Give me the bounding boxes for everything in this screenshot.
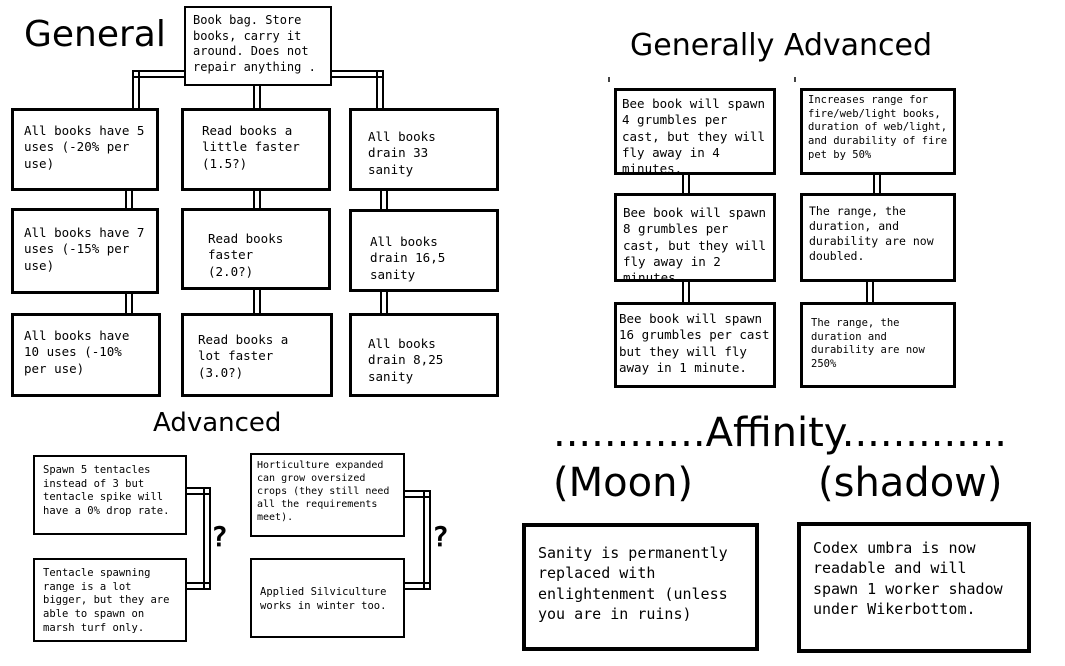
heading-shadow: (shadow) [818, 460, 1003, 506]
tick-right [794, 77, 796, 82]
affinity-moon-box: Sanity is permanently replaced with enli… [522, 523, 759, 651]
general-col3-tier2: All books drain 16,5 sanity [349, 209, 499, 292]
connector-bee-1-2 [682, 173, 690, 195]
advanced-tentacle-tier2: Tentacle spawning range is a lot bigger,… [33, 558, 187, 642]
bee-book-tier1: Bee book will spawn 4 grumbles per cast,… [614, 88, 776, 175]
heading-advanced: Advanced [153, 408, 282, 438]
heading-affinity: ............Affinity............. [553, 410, 1008, 456]
connector-to-col1 [132, 70, 140, 110]
advanced-horticulture-tier1: Horticulture expanded can grow oversized… [250, 453, 405, 537]
general-col2-tier1: Read books a little faster (1.5?) [181, 108, 331, 191]
connector-adv-right-top [403, 490, 429, 498]
connector-range-2-3 [866, 280, 874, 304]
connector-general-horizontal [132, 70, 190, 78]
affinity-shadow-box: Codex umbra is now readable and will spa… [797, 522, 1031, 653]
connector-col2-1-2 [253, 189, 261, 209]
general-col3-tier1: All books drain 33 sanity [349, 108, 499, 191]
general-col3-tier3: All books drain 8,25 sanity [349, 313, 499, 397]
question-mark-right: ? [432, 520, 449, 553]
connector-bee-2-3 [682, 280, 690, 304]
heading-general: General [24, 14, 166, 55]
bee-book-tier3: Bee book will spawn 16 grumbles per cast… [614, 302, 776, 388]
advanced-tentacle-tier1: Spawn 5 tentacles instead of 3 but tenta… [33, 455, 187, 535]
connector-col1-2-3 [125, 292, 133, 314]
connector-to-col3 [376, 70, 384, 110]
range-tier1: Increases range for fire/web/light books… [800, 88, 956, 175]
question-mark-left: ? [211, 520, 228, 553]
connector-col1-1-2 [125, 189, 133, 209]
advanced-silviculture-tier2: Applied Silviculture works in winter too… [250, 558, 405, 638]
connector-adv-left-top [185, 487, 209, 495]
connector-range-1-2 [873, 173, 881, 195]
connector-col3-2-3 [380, 290, 388, 314]
tick-left [608, 77, 610, 82]
general-col2-tier3: Read books a lot faster (3.0?) [181, 313, 333, 397]
connector-adv-right-vertical [423, 490, 431, 590]
general-col1-tier1: All books have 5 uses (-20% per use) [11, 108, 159, 191]
general-col2-tier2: Read books faster (2.0?) [181, 208, 331, 290]
connector-adv-left-vertical [203, 487, 211, 590]
connector-col3-1-2 [380, 189, 388, 211]
range-tier2: The range, the duration, and durability … [800, 193, 956, 282]
general-col1-tier3: All books have 10 uses (-10% per use) [11, 313, 161, 397]
connector-root-down [253, 84, 261, 108]
connector-adv-left-bottom [185, 582, 209, 590]
connector-adv-right-bottom [403, 582, 429, 590]
range-tier3: The range, the duration and durability a… [800, 302, 956, 388]
general-col1-tier2: All books have 7 uses (-15% per use) [11, 208, 159, 294]
general-root-box: Book bag. Store books, carry it around. … [184, 6, 332, 86]
heading-generally-advanced: Generally Advanced [630, 28, 933, 63]
bee-book-tier2: Bee book will spawn 8 grumbles per cast,… [614, 193, 776, 282]
connector-col2-2-3 [253, 288, 261, 314]
connector-general-horizontal-right [330, 70, 382, 78]
heading-moon: (Moon) [553, 460, 694, 506]
